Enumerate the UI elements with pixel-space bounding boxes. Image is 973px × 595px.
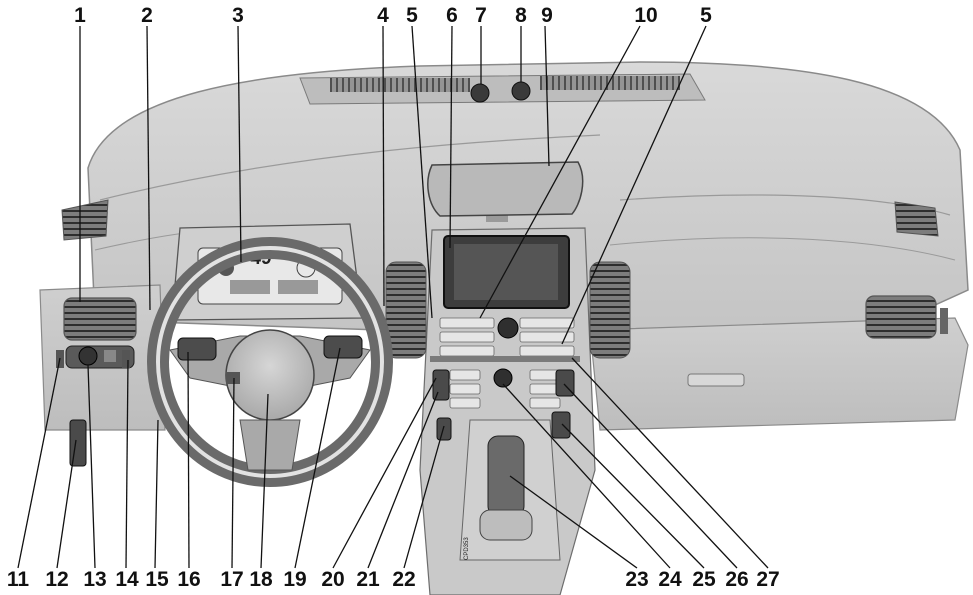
callout-14: 14	[115, 568, 139, 591]
callout-24: 24	[658, 568, 682, 591]
left-side-vent	[61, 199, 109, 241]
callout-11: 11	[7, 568, 30, 591]
callout-21: 21	[356, 568, 380, 591]
callout-23: 23	[625, 568, 648, 591]
defrost-grille	[330, 76, 680, 92]
callout-22: 22	[392, 568, 415, 591]
callout-19: 19	[283, 568, 306, 591]
callout-5b: 5	[700, 4, 712, 27]
sensor-7	[470, 83, 490, 103]
right-outboard-vent	[865, 295, 948, 339]
right-side-vent	[894, 201, 939, 237]
callout-15: 15	[145, 568, 169, 591]
headlamp-switch-pod	[56, 345, 135, 369]
callout-10: 10	[634, 4, 657, 27]
callout-7: 7	[475, 4, 487, 27]
callout-4: 4	[377, 4, 389, 27]
callouts-bottom: 11 12 13 14 15 16 17 18 19 20 21 22 23 2…	[7, 568, 780, 591]
callout-5: 5	[406, 4, 418, 27]
callout-13: 13	[83, 568, 106, 591]
callout-26: 26	[725, 568, 748, 591]
audio-knob	[497, 317, 519, 339]
callout-27: 27	[756, 568, 779, 591]
left-center-vent	[63, 297, 137, 341]
callout-12: 12	[45, 568, 68, 591]
leader-lines	[17, 25, 769, 569]
callout-8: 8	[515, 4, 527, 27]
callout-2: 2	[141, 4, 153, 27]
callout-1: 1	[74, 4, 86, 27]
shift-lever	[459, 419, 561, 561]
callout-20: 20	[321, 568, 344, 591]
callout-18: 18	[249, 568, 273, 591]
callout-17: 17	[220, 568, 243, 591]
sensor-8	[511, 81, 531, 101]
center-stack: CPD353	[385, 227, 631, 595]
steering-wheel	[147, 237, 393, 487]
hood-release-handle	[69, 419, 87, 467]
climate-knob	[493, 368, 513, 388]
callout-9: 9	[541, 4, 553, 27]
callout-25: 25	[692, 568, 716, 591]
callouts-top: 1 2 3 4 5 6 7 8 9 10 5	[74, 4, 712, 27]
callout-16: 16	[177, 568, 200, 591]
callout-3: 3	[232, 4, 244, 27]
console-code: CPD353	[464, 537, 470, 560]
callout-6: 6	[446, 4, 458, 27]
